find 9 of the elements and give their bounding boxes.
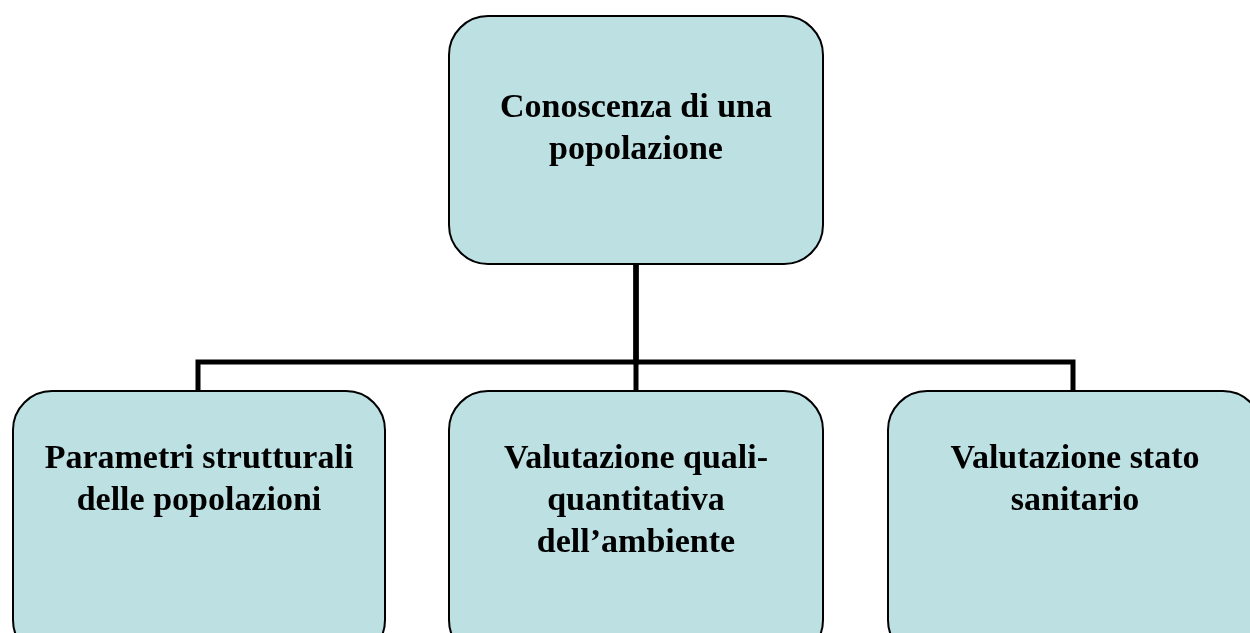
box-label: Parametri strutturali delle popolazioni [43, 437, 355, 519]
box-label: Valutazione quali-quantitativa dell’ambiente [502, 437, 770, 561]
rounded-box [12, 390, 386, 633]
box-label: Conoscenza di una popolazione [498, 86, 774, 168]
connector-line [633, 265, 1076, 390]
rounded-box [448, 390, 824, 633]
rounded-box [448, 15, 824, 265]
box-label: Valutazione stato sanitario [949, 437, 1201, 519]
rounded-box [887, 390, 1250, 633]
